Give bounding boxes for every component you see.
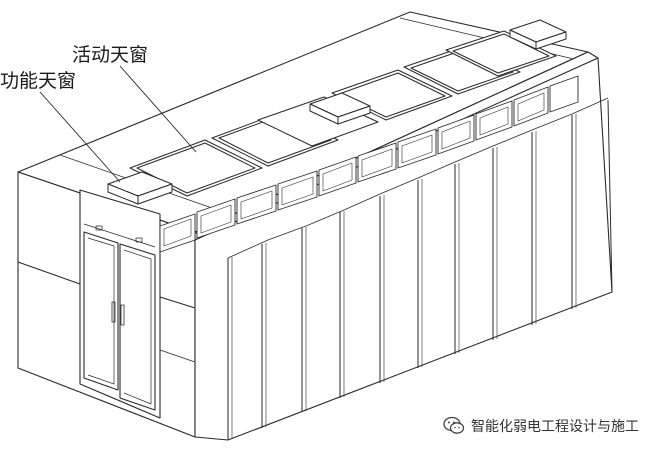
wechat-icon (443, 416, 465, 434)
door-left (83, 231, 119, 391)
watermark-text: 智能化弱电工程设计与施工 (471, 419, 639, 435)
wall-panels (227, 99, 613, 440)
function-skylights (107, 19, 567, 205)
function-skylight-label: 功能天窗 (0, 70, 77, 92)
watermark: 智能化弱电工程设计与施工 (443, 414, 639, 438)
leader-active (119, 65, 197, 153)
door-right (119, 243, 156, 411)
active-skylight-label: 活动天窗 (72, 44, 149, 66)
side-wall (194, 57, 613, 441)
leader-function (39, 91, 121, 183)
door-handle (111, 301, 116, 323)
vent-row (159, 75, 579, 253)
